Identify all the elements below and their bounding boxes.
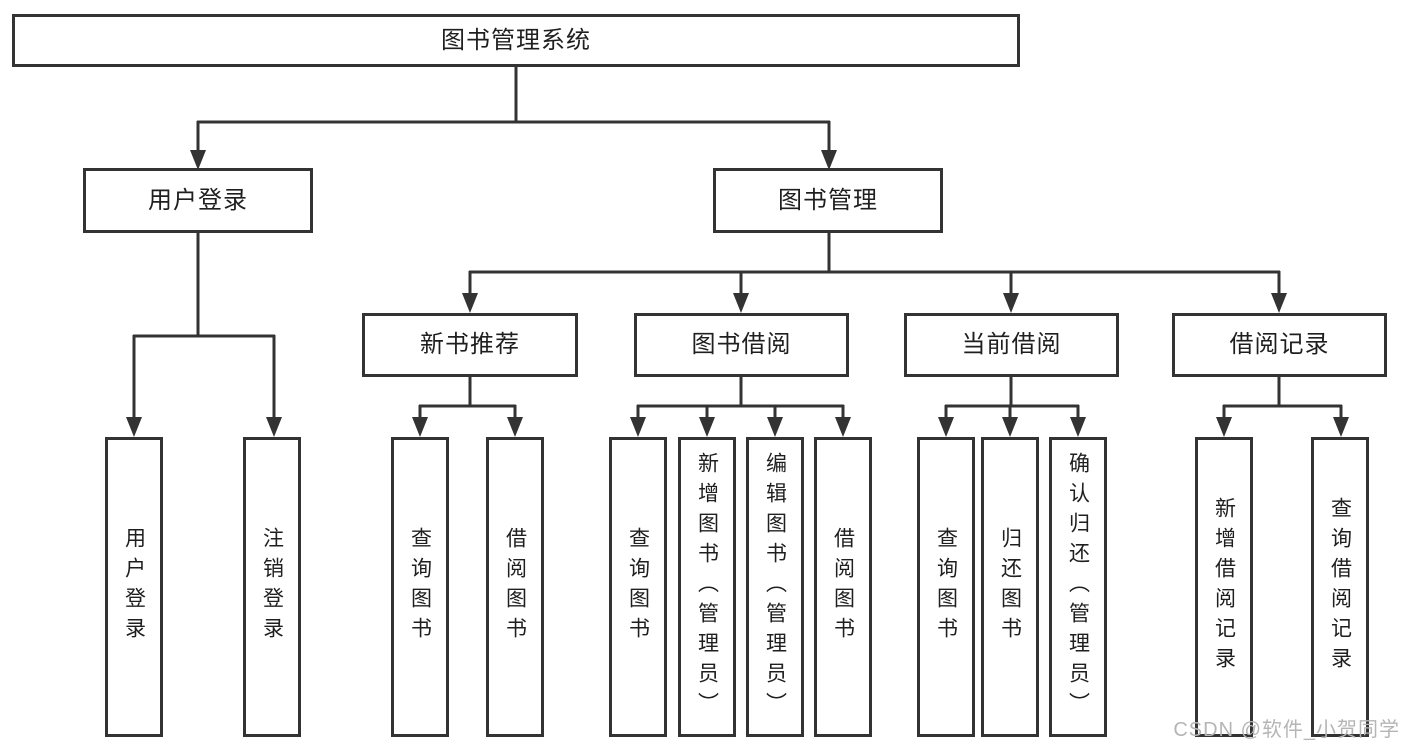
- leaf-borrow-book-borrowing: 借阅图书: [814, 437, 872, 737]
- leaf-confirm-return-admin: 确认归还（管理员）: [1049, 437, 1107, 737]
- leaf-add-borrow-record: 新增借阅记录: [1195, 437, 1253, 737]
- watermark: CSDN @软件_小贺同学: [1173, 719, 1400, 741]
- node-borrowing-records: 借阅记录: [1172, 313, 1387, 377]
- node-user-login: 用户登录: [83, 168, 313, 233]
- node-book-management: 图书管理: [713, 168, 943, 233]
- leaf-logout: 注销登录: [243, 437, 301, 737]
- leaf-search-book-borrowing: 查询图书: [609, 437, 667, 737]
- leaf-search-book-current: 查询图书: [917, 437, 975, 737]
- leaf-edit-book-admin: 编辑图书（管理员）: [746, 437, 804, 737]
- leaf-add-book-admin: 新增图书（管理员）: [678, 437, 736, 737]
- leaf-search-borrow-record: 查询借阅记录: [1311, 437, 1369, 737]
- leaf-user-login: 用户登录: [105, 437, 163, 737]
- node-library-management-system: 图书管理系统: [12, 14, 1020, 67]
- leaf-return-book: 归还图书: [981, 437, 1039, 737]
- node-new-book-recommend: 新书推荐: [362, 313, 578, 377]
- leaf-borrow-book-recommend: 借阅图书: [486, 437, 544, 737]
- leaf-search-book-recommend: 查询图书: [391, 437, 449, 737]
- node-book-borrowing: 图书借阅: [634, 313, 849, 377]
- node-current-borrowing: 当前借阅: [904, 313, 1119, 377]
